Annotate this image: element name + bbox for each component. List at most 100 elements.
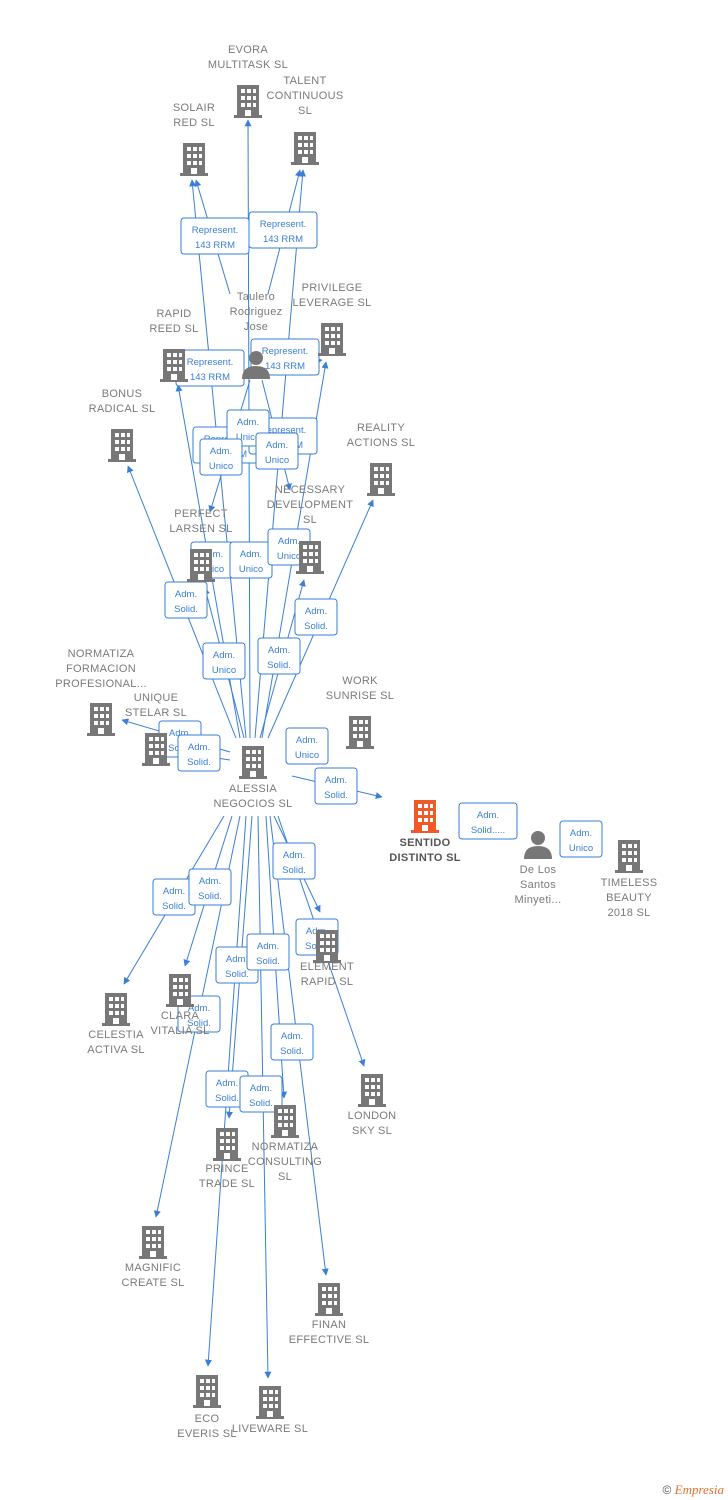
node-label-line: CREATE SL [121, 1277, 184, 1289]
edge-label-line: Unico [209, 461, 233, 472]
node-label-line: REED SL [149, 323, 198, 335]
edge-label-line: Adm. [188, 1003, 210, 1014]
node-normatizaform[interactable]: NORMATIZAFORMACIONPROFESIONAL... [55, 648, 147, 736]
person-icon [524, 831, 552, 859]
edge-label-e18[interactable]: Adm.Solid. [257, 637, 301, 675]
edge-label-line: Solid. [249, 1098, 273, 1109]
edge-label-line: Adm. [257, 941, 279, 952]
node-label-line: LEVERAGE SL [292, 297, 371, 309]
edge-label-e25[interactable]: Adm.Solid. [188, 868, 232, 906]
node-label-line: SL [298, 105, 312, 117]
node-label-line: BONUS [102, 388, 143, 400]
edge-label-e9[interactable]: Adm.Unico [199, 438, 243, 476]
node-delossantos[interactable]: De LosSantosMinyeti... [514, 831, 561, 906]
edge-label-e10[interactable]: Adm.Unico [255, 432, 299, 470]
edge-label-box [188, 868, 232, 906]
edge-label-e23[interactable]: Adm.Solid. [272, 842, 316, 880]
edge-label-line: Solid. [174, 604, 198, 615]
edge-label-e17[interactable]: Adm.Solid. [177, 734, 221, 772]
edge-label-e7[interactable]: Adm.Solid. [164, 581, 208, 619]
node-label-line: ACTIVA SL [87, 1044, 145, 1056]
edge-label-box [164, 581, 208, 619]
building-icon [318, 323, 346, 356]
node-label-line: NECESSARY [275, 484, 346, 496]
node-label-line: EVERIS SL [177, 1428, 237, 1440]
building-icon [358, 1074, 386, 1107]
edge-label-line: Adm. [305, 606, 327, 617]
building-icon [187, 549, 215, 582]
node-liveware[interactable]: LIVEWARE SL [232, 1386, 308, 1435]
building-icon [313, 930, 341, 963]
edge-label-line: Unico [236, 432, 260, 443]
edge-label-line: Solid. [198, 891, 222, 902]
edge-label-box [272, 842, 316, 880]
edge-label-e30[interactable]: Adm.Solid. [270, 1023, 314, 1061]
node-magnific[interactable]: MAGNIFIC CREATE SL [121, 1226, 184, 1289]
edge-label-box [177, 734, 221, 772]
node-rapid[interactable]: RAPID REED SL [149, 308, 198, 382]
building-icon [102, 993, 130, 1026]
edge-label-line: Solid. [225, 969, 249, 980]
edge-label-line: Adm. [213, 650, 235, 661]
edge-label-line: Solid. [304, 621, 328, 632]
building-icon [239, 746, 267, 779]
edge-label-e27[interactable]: Adm.Solid. [246, 933, 290, 971]
edge-label-e16[interactable]: Adm.Unico [202, 642, 246, 680]
edge-label-line: Unico [295, 750, 319, 761]
edge-label-line: Adm. [237, 417, 259, 428]
edge-label-box [314, 767, 358, 805]
node-work[interactable]: WORK SUNRISE SL [326, 675, 394, 749]
building-icon [213, 1128, 241, 1161]
edge-label-e20[interactable]: Adm.Solid. [314, 767, 358, 805]
edge-label-e12[interactable]: Adm.Unico [229, 541, 273, 579]
node-label-line: LIVEWARE SL [232, 1423, 308, 1435]
edge-label-line: Represent. [262, 346, 308, 357]
node-label-line: 2018 SL [607, 907, 650, 919]
edge-label-e22[interactable]: Adm.Unico [559, 820, 603, 858]
edge-label-line: Solid. [187, 1018, 211, 1029]
edge-label-line: Adm. [266, 440, 288, 451]
node-label-line: CONSULTING [248, 1156, 322, 1168]
node-label-line: WORK [342, 675, 378, 687]
edge-label-box [246, 933, 290, 971]
edge-label-e2[interactable]: Represent.143 RRM [248, 211, 318, 249]
edge-label-e21[interactable]: Adm.Solid..... [458, 802, 518, 840]
node-label-line: NORMATIZA [68, 648, 135, 660]
edge-label-line: 143 RRM [265, 361, 305, 372]
edge-label-e13[interactable]: Adm. Solid. [294, 598, 338, 636]
edge-label-e19[interactable]: Adm.Unico [285, 727, 329, 765]
node-label-line: RAPID [156, 308, 191, 320]
node-label-line: NORMATIZA [252, 1141, 319, 1153]
node-label-line: MAGNIFIC [125, 1262, 181, 1274]
brand-logo-text[interactable]: Empresia [674, 1482, 724, 1497]
edge-label-e3[interactable]: Represent.143 RRM [175, 349, 245, 387]
footer-credit: © Empresia [662, 1482, 724, 1498]
node-label-line: DEVELOPMENT [267, 499, 353, 511]
edge-label-e1[interactable]: Represent.143 RRM [180, 217, 250, 255]
edge-label-e32[interactable]: Adm.Solid. [239, 1075, 283, 1113]
building-icon [296, 541, 324, 574]
node-label-line: SUNRISE SL [326, 690, 394, 702]
